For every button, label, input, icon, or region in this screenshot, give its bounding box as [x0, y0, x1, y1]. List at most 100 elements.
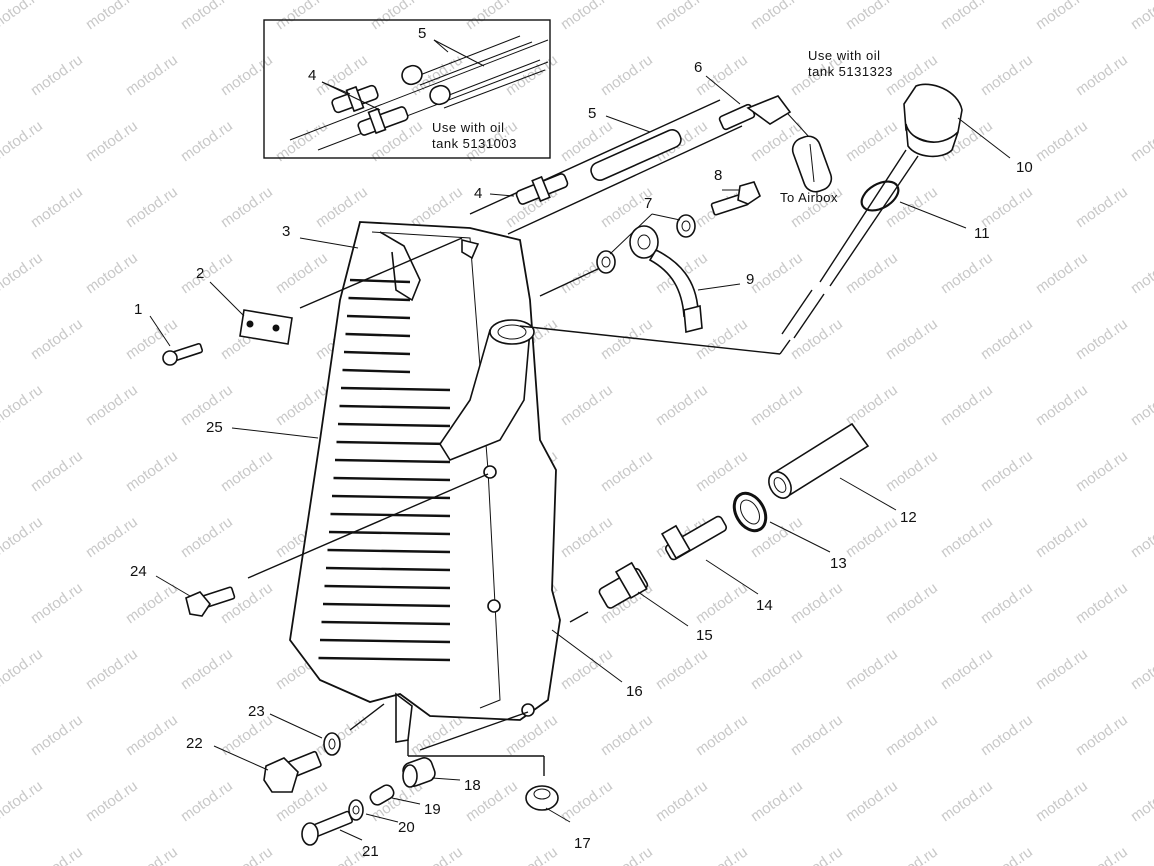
- watermark-text: motod.ru: [788, 711, 846, 759]
- watermark-text: motod.ru: [598, 711, 656, 759]
- watermark-text: motod.ru: [503, 843, 561, 866]
- watermark-text: motod.ru: [463, 0, 521, 33]
- watermark-text: motod.ru: [0, 117, 46, 165]
- bolt-part-24: [185, 586, 236, 617]
- watermark-text: motod.ru: [83, 249, 141, 297]
- fitting-upper: [331, 84, 379, 114]
- watermark-text: motod.ru: [1073, 843, 1131, 866]
- callout-7: 7: [644, 195, 652, 212]
- watermark-text: motod.ru: [0, 381, 46, 429]
- notes: Use with oil tank 5131003 Use with oil t…: [432, 48, 892, 205]
- watermark-text: motod.ru: [558, 513, 616, 561]
- tank-rib: [333, 476, 451, 482]
- tank-rib: [324, 584, 451, 590]
- callout-14: 14: [756, 597, 773, 614]
- airbox-note: To Airbox: [780, 190, 838, 205]
- inset-note-line1: Use with oil: [432, 120, 504, 135]
- inset-box: [263, 19, 551, 159]
- callout-4-inset: 4: [308, 67, 316, 84]
- watermark-text: motod.ru: [1128, 645, 1154, 693]
- watermark-text: motod.ru: [558, 645, 616, 693]
- tank-rib: [325, 566, 451, 572]
- watermark-text: motod.ru: [1073, 51, 1131, 99]
- watermark-text: motod.ru: [748, 777, 806, 825]
- tank-rib: [343, 350, 411, 356]
- vent-hose-assembly: [469, 95, 833, 235]
- fitting-part-14: [660, 515, 728, 561]
- tank-rib: [348, 296, 411, 302]
- watermark-text: motod.ru: [978, 843, 1036, 866]
- callout-17: 17: [574, 835, 591, 852]
- watermark-text: motod.ru: [218, 843, 276, 866]
- watermark-text: motod.ru: [313, 711, 371, 759]
- watermark-text: motod.ru: [693, 579, 751, 627]
- watermark-text: motod.ru: [1128, 0, 1154, 33]
- watermark-text: motod.ru: [978, 315, 1036, 363]
- callout-22: 22: [186, 735, 203, 752]
- watermark-text: motod.ru: [598, 447, 656, 495]
- watermark-text: motod.ru: [843, 249, 901, 297]
- watermark-text: motod.ru: [883, 447, 941, 495]
- callout-1: 1: [134, 301, 142, 318]
- watermark-text: motod.ru: [0, 645, 46, 693]
- watermark-text: motod.ru: [123, 447, 181, 495]
- tank-rib: [327, 548, 451, 554]
- tank-ribs: [318, 278, 451, 662]
- watermark-text: motod.ru: [1128, 249, 1154, 297]
- bolt-part-8: [710, 181, 761, 216]
- callout-leaders: [149, 39, 1011, 841]
- watermark-text: motod.ru: [843, 777, 901, 825]
- sensor-part-15: [598, 561, 649, 609]
- watermark-text: motod.ru: [558, 777, 616, 825]
- watermark-text: motod.ru: [218, 579, 276, 627]
- watermark-text: motod.ru: [28, 579, 86, 627]
- dipstick: [781, 83, 963, 339]
- fitting-lower: [357, 106, 409, 136]
- callout-25: 25: [206, 419, 223, 436]
- watermark-text: motod.ru: [883, 183, 941, 231]
- callout-5-inset: 5: [418, 25, 426, 42]
- watermark-text: motod.ru: [978, 711, 1036, 759]
- watermark-text: motod.ru: [1033, 777, 1091, 825]
- callout-15: 15: [696, 627, 713, 644]
- watermark-text: motod.ru: [28, 843, 86, 866]
- watermark-text: motod.ru: [788, 843, 846, 866]
- callout-9: 9: [746, 271, 754, 288]
- watermark-text: motod.ru: [178, 249, 236, 297]
- watermark-text: motod.ru: [653, 0, 711, 33]
- callout-21: 21: [362, 843, 379, 860]
- watermark-text: motod.ru: [273, 249, 331, 297]
- watermark-text: motod.ru: [598, 51, 656, 99]
- tank-rib: [322, 602, 451, 608]
- tank-rib: [318, 656, 451, 662]
- watermark-text: motod.ru: [1033, 117, 1091, 165]
- watermark-text: motod.ru: [1073, 183, 1131, 231]
- screw-part-1: [162, 342, 204, 366]
- watermark-text: motod.ru: [693, 843, 751, 866]
- watermark-text: motod.ru: [178, 0, 236, 33]
- grommet-part-17: [525, 785, 559, 811]
- watermark-text: motod.ru: [978, 51, 1036, 99]
- washer-part-7b: [676, 214, 696, 238]
- tank-rib: [339, 404, 451, 410]
- tank-rib: [331, 494, 451, 500]
- watermark-text: motod.ru: [653, 645, 711, 693]
- watermark-text: motod.ru: [408, 843, 466, 866]
- watermark-text: motod.ru: [28, 711, 86, 759]
- watermark-text: motod.ru: [0, 777, 46, 825]
- watermark-text: motod.ru: [653, 381, 711, 429]
- watermark-text: motod.ru: [28, 183, 86, 231]
- washer-part-7a: [596, 250, 616, 274]
- watermark-text: motod.ru: [123, 843, 181, 866]
- clamp-part-13: [732, 491, 768, 533]
- watermark-text: motod.ru: [938, 249, 996, 297]
- callout-3: 3: [282, 223, 290, 240]
- tank-rib: [330, 512, 451, 518]
- watermark-text: motod.ru: [748, 249, 806, 297]
- watermark-text: motod.ru: [123, 711, 181, 759]
- watermark-text: motod.ru: [938, 0, 996, 33]
- watermark-text: motod.ru: [843, 117, 901, 165]
- watermark-text: motod.ru: [883, 843, 941, 866]
- watermark-text: motod.ru: [83, 381, 141, 429]
